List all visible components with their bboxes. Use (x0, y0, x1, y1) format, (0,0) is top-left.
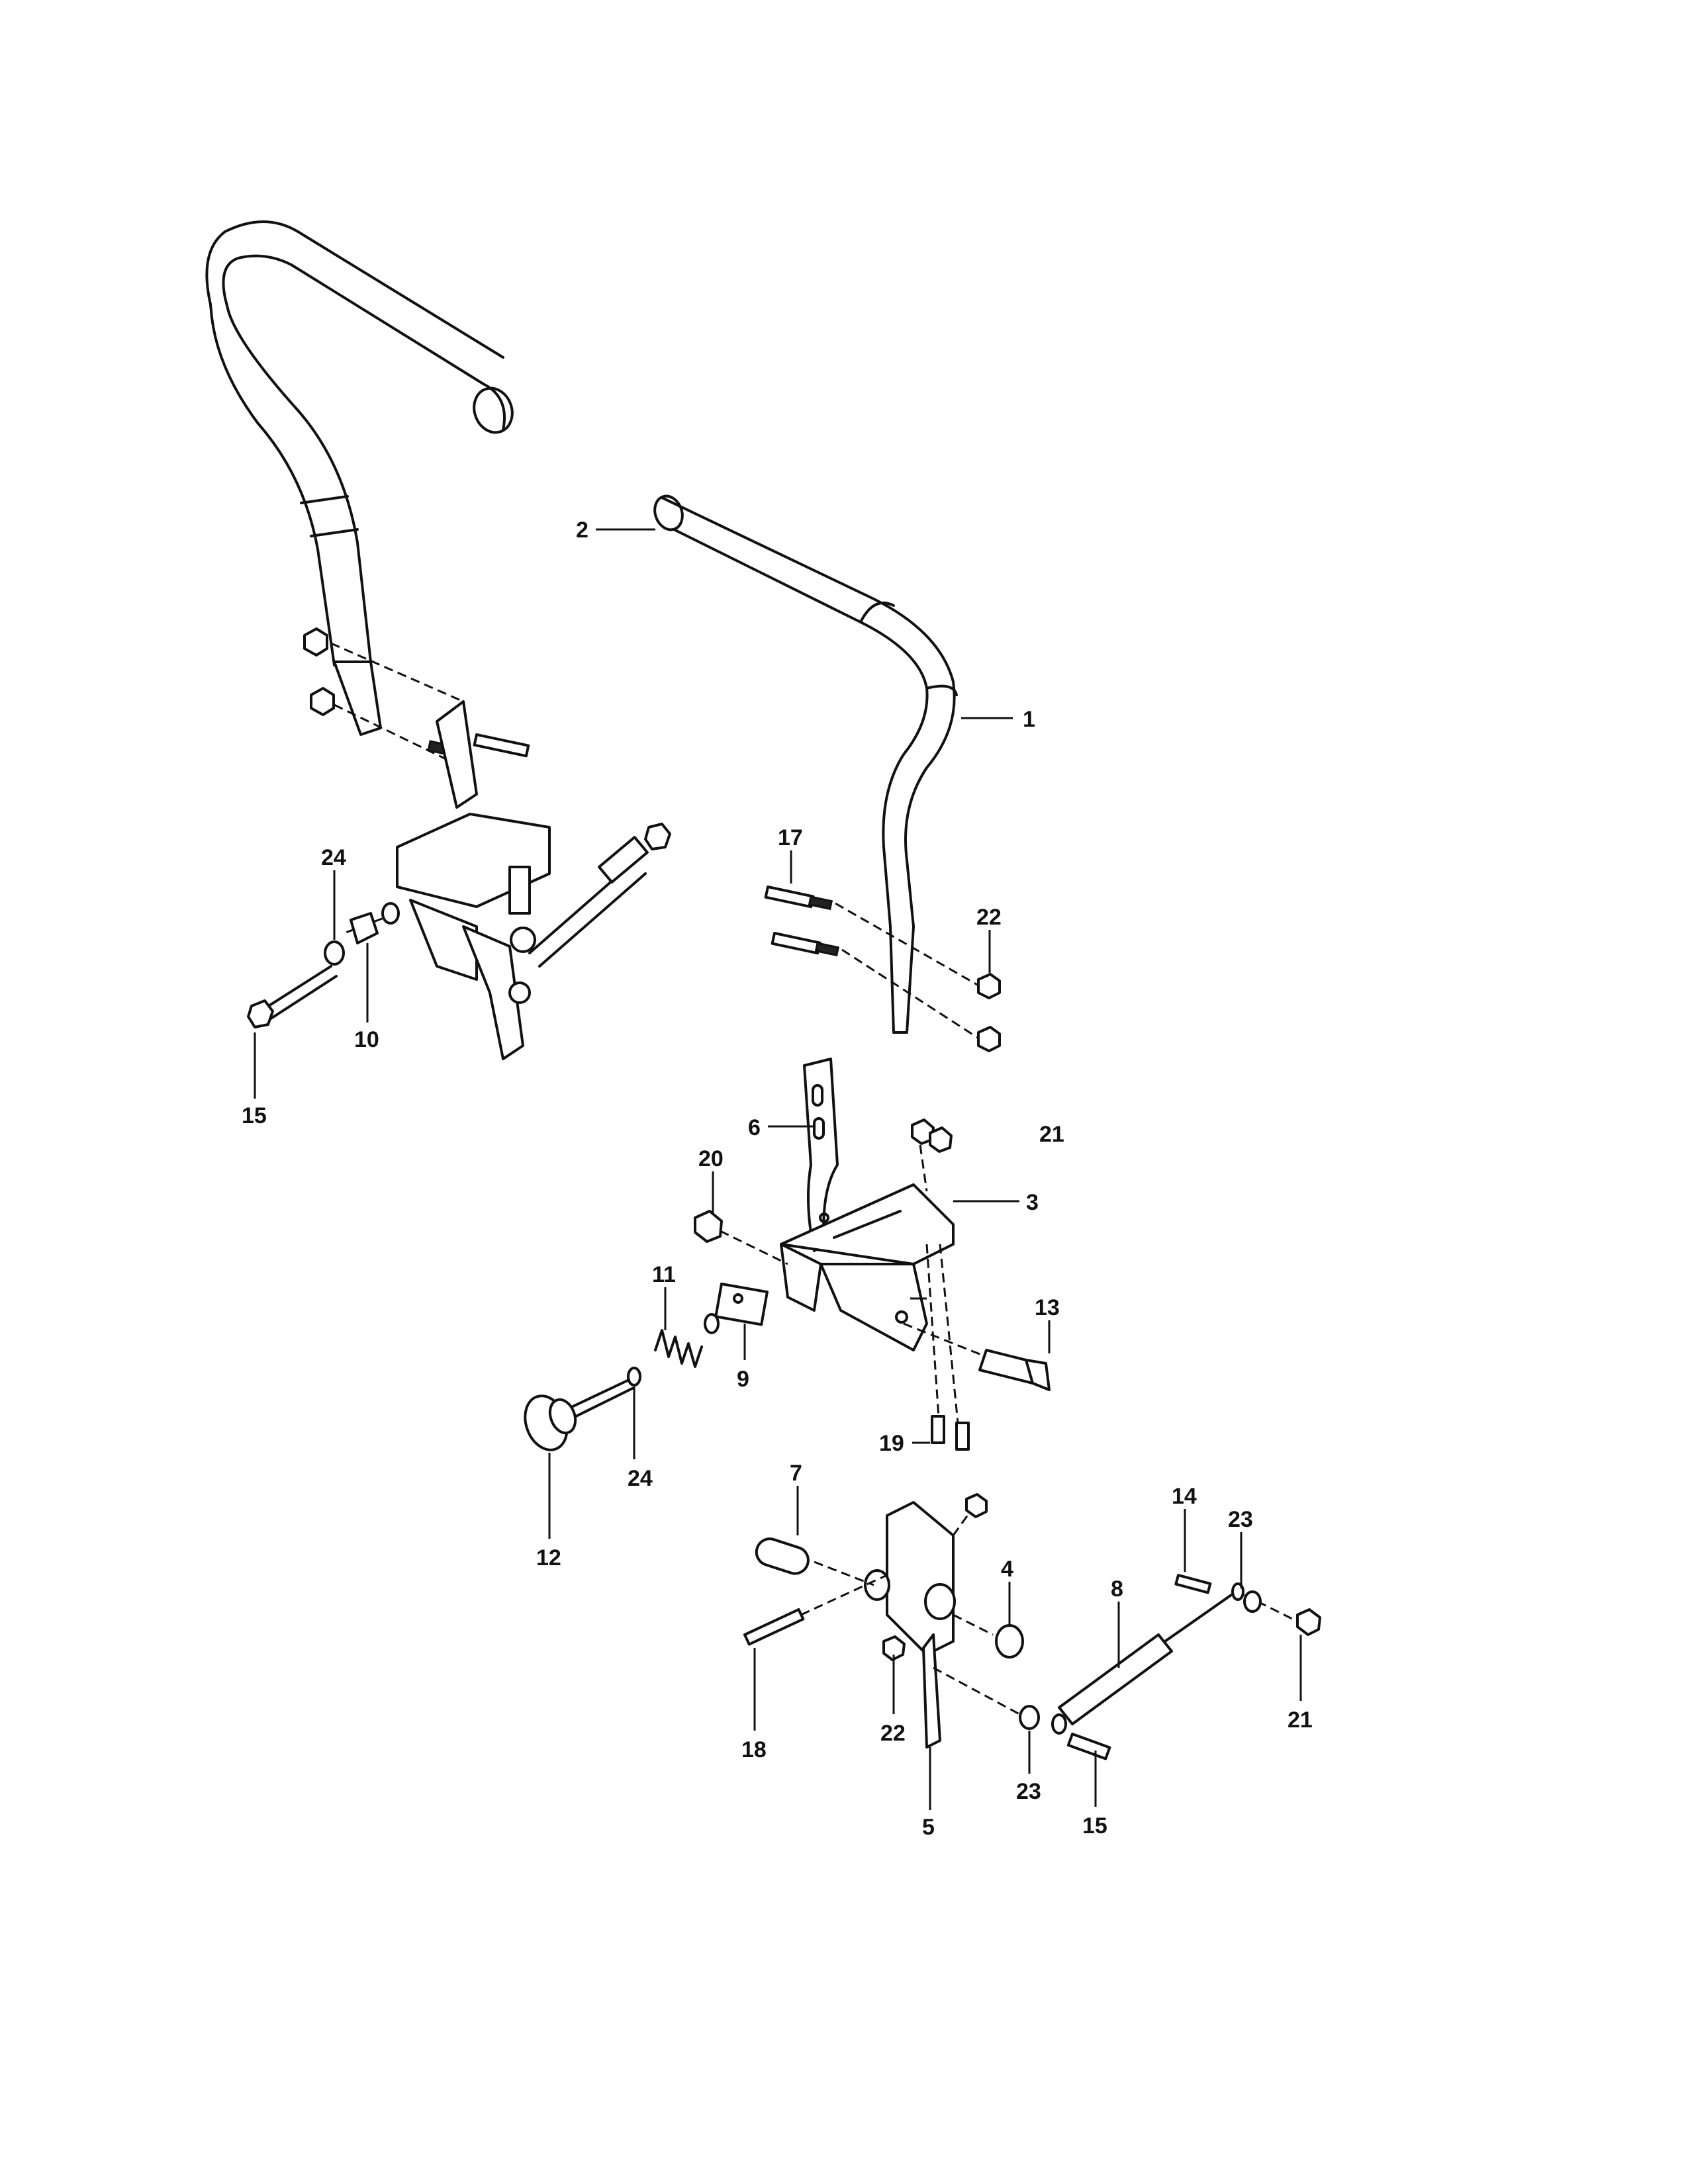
callout-15-left: 15 (242, 1103, 267, 1128)
callout-19: 19 (879, 1431, 904, 1456)
callout-22-bottom: 22 (880, 1721, 906, 1746)
leader-lines (254, 528, 1302, 1810)
callout-22-top: 22 (976, 905, 1002, 930)
left-handle-nuts (303, 627, 464, 762)
part-5-lever-assembly (743, 1493, 1040, 1749)
callout-7: 7 (790, 1461, 802, 1486)
callout-12: 12 (536, 1545, 561, 1570)
callout-24-left: 24 (321, 845, 346, 870)
part-13-bolt (903, 1322, 1051, 1391)
callout-8: 8 (1111, 1576, 1123, 1602)
part-3-hardware (694, 1118, 970, 1451)
left-bracket-assembly (396, 700, 671, 1060)
right-handle-bar (653, 494, 1013, 1034)
callout-23-top: 23 (1228, 1507, 1253, 1532)
callout-11: 11 (652, 1262, 676, 1287)
callout-6: 6 (748, 1115, 761, 1140)
callout-23-bottom: 23 (1016, 1779, 1041, 1804)
spring-knob-assembly (524, 1283, 769, 1451)
left-knob-parts (247, 902, 400, 1028)
callout-labels: 1 2 3 4 5 6 7 8 9 10 11 12 13 14 15 15 1… (242, 518, 1313, 1840)
callout-10: 10 (354, 1027, 379, 1052)
callout-3: 3 (1026, 1190, 1039, 1215)
callout-20: 20 (698, 1146, 724, 1171)
callout-24-mid: 24 (628, 1466, 653, 1491)
callout-21-bottom: 21 (1288, 1707, 1313, 1733)
callout-17: 17 (778, 825, 803, 850)
right-handle-bolts (764, 885, 1001, 1052)
callout-15-right: 15 (1082, 1813, 1107, 1839)
callout-1: 1 (1023, 707, 1035, 732)
callout-5: 5 (922, 1815, 935, 1840)
part-3-bracket (780, 1183, 1019, 1351)
callout-9: 9 (737, 1367, 749, 1392)
callout-4: 4 (1001, 1557, 1013, 1582)
left-handle-bar (205, 220, 514, 736)
part-8-damper (1051, 1574, 1321, 1760)
callout-13: 13 (1035, 1295, 1060, 1320)
callout-21-top: 21 (1039, 1122, 1064, 1147)
callout-2: 2 (576, 518, 588, 543)
callout-18: 18 (741, 1737, 767, 1762)
callout-14: 14 (1172, 1484, 1197, 1509)
